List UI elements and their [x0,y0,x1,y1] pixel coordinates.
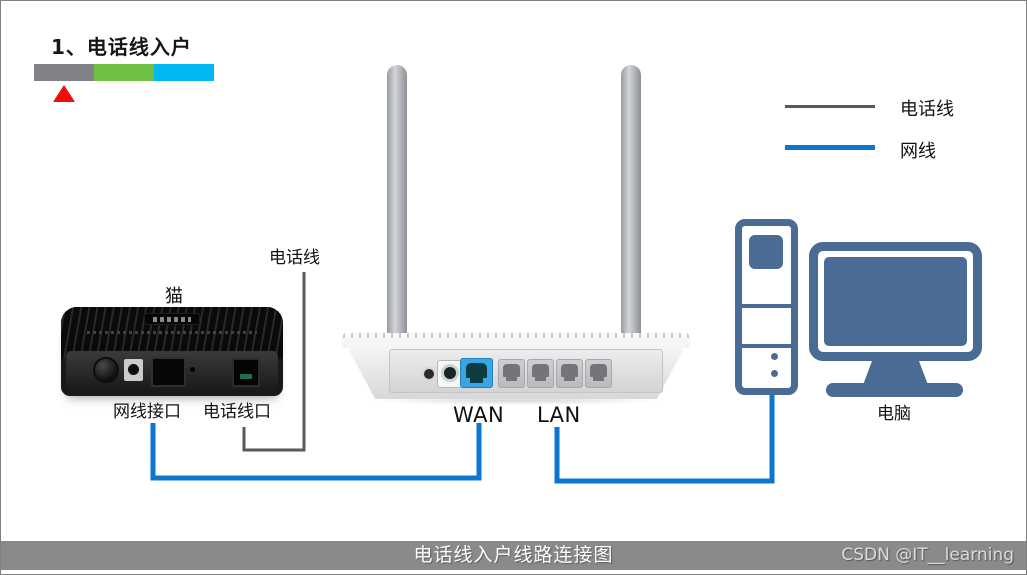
footer-bar: 电话线入户线路连接图 CSDN @IT__learning [1,541,1026,570]
computer-monitor-icon [809,242,982,361]
tower-drive-bay [749,235,783,269]
lan-label: LAN [537,403,581,427]
network-cable-modem-to-wan [150,423,482,481]
modem-phone-port-label: 电话线口 [203,402,271,422]
router-wan-port [460,358,493,388]
router-top-edge [343,333,689,346]
progress-marker-triangle-icon [53,85,75,102]
router-antenna-left [387,65,407,345]
phone-line-label: 电话线 [269,248,320,268]
modem-device [61,307,283,396]
router-device [340,332,692,405]
router-lan-port-1 [498,359,525,388]
monitor-stand [863,359,928,385]
modem-network-port-label: 网线接口 [113,402,181,422]
legend-phone-line-label: 电话线 [900,99,954,120]
legend-phone-line-swatch [785,105,875,108]
network-cable-lan-to-computer [554,393,775,484]
legend-network-cable-label: 网线 [900,141,936,162]
tower-button-1 [771,353,778,360]
footer-watermark: CSDN @IT__learning [841,545,1014,565]
progress-bar [34,64,214,81]
tower-button-2 [771,370,778,377]
monitor-screen [824,257,967,346]
router-lan-port-3 [556,359,583,388]
computer-tower-icon [735,219,798,395]
router-rear-panel [389,349,663,393]
modem-logo-plate [144,313,200,325]
router-reset-button [424,369,434,379]
modem-ethernet-port [151,357,186,387]
monitor-base [826,383,963,397]
modem-phone-port [232,358,260,387]
legend-network-cable-swatch [785,145,875,150]
router-lan-port-4 [585,359,612,388]
step-title: 1、电话线入户 [51,35,192,59]
footer-caption: 电话线入户线路连接图 [413,544,614,566]
progress-segment-current [34,64,94,81]
modem-power-button [95,359,117,381]
computer-label: 电脑 [877,404,911,424]
router-antenna-right [621,65,641,345]
modem-title: 猫 [165,286,183,307]
progress-segment-3 [154,64,214,81]
progress-segment-2 [94,64,154,81]
wan-label: WAN [453,403,505,427]
router-lan-port-2 [527,359,554,388]
router-shadow [370,396,662,405]
modem-reset-hole [190,367,195,372]
modem-power-jack [124,359,143,381]
modem-vent-dots [87,331,257,334]
tower-divider-1 [742,304,791,308]
modem-rear-panel [66,351,278,392]
tower-divider-2 [742,344,791,348]
